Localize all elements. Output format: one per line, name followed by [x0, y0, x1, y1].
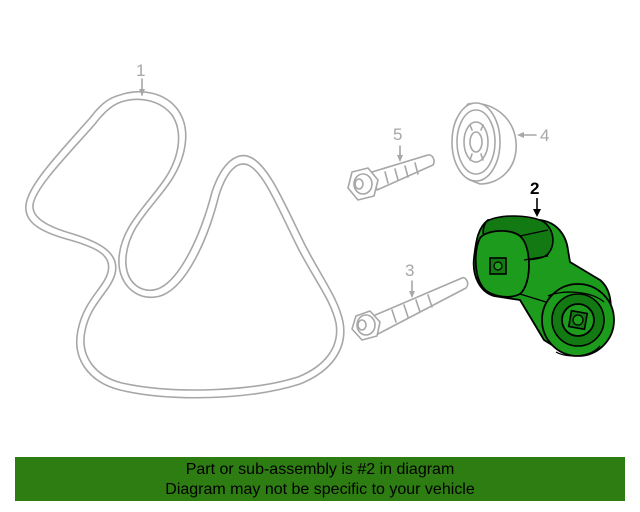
- info-banner: Part or sub-assembly is #2 in diagram Di…: [15, 457, 625, 501]
- idler-pulley-icon[interactable]: [451, 102, 517, 185]
- callout-2: 2: [530, 179, 539, 198]
- short-bolt-icon[interactable]: [347, 154, 435, 201]
- banner-line-2: Diagram may not be specific to your vehi…: [165, 481, 475, 498]
- belt-tensioner-icon[interactable]: [472, 215, 615, 357]
- parts-diagram: 1 5 4 3: [25, 61, 615, 399]
- callout-1: 1: [136, 61, 145, 80]
- callout-4: 4: [540, 126, 549, 145]
- callout-5: 5: [393, 125, 402, 144]
- serpentine-belt-icon[interactable]: [25, 90, 345, 399]
- long-bolt-icon[interactable]: [351, 276, 469, 341]
- banner-line-1: Part or sub-assembly is #2 in diagram: [185, 461, 455, 478]
- callout-3: 3: [405, 261, 414, 280]
